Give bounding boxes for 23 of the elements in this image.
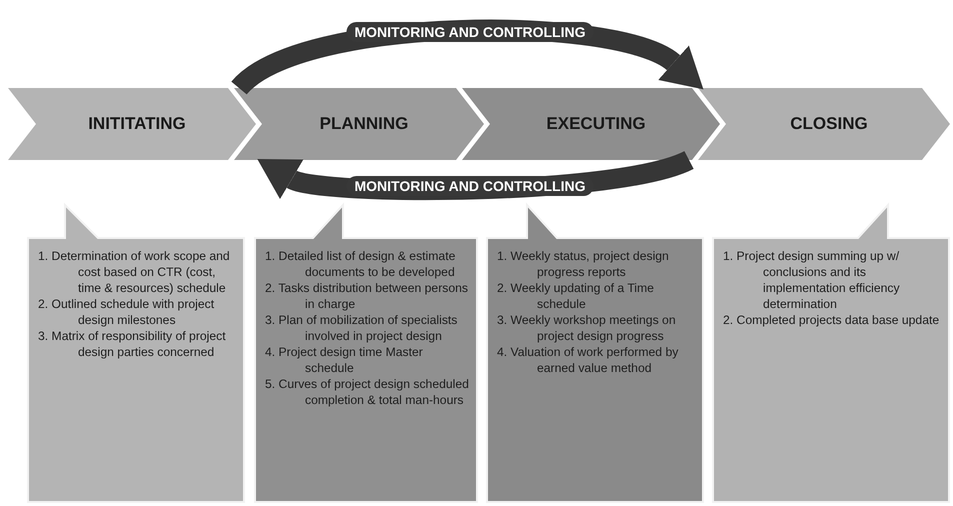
callout-box	[713, 205, 949, 502]
callout-box	[28, 205, 244, 502]
list-item: 1. Weekly status, project design progress reports	[497, 248, 670, 280]
list-item: 4. Valuation of work performed by earned value method	[497, 344, 680, 376]
list-item: 3. Weekly workshop meetings on project design progress	[497, 312, 677, 344]
list-item: 4. Project design time Master schedule	[265, 344, 424, 376]
list-item: 2. Outlined schedule with project design milestones	[38, 296, 216, 328]
list-item: 3. Matrix of responsibility of project design parties concerned	[38, 328, 227, 360]
list-item: 1. Project design summing up w/ conclusions and its implementation efficiency determination	[723, 248, 901, 312]
list-item: 1. Determination of work scope and cost based on CTR (cost, time & resources) schedule	[38, 248, 231, 296]
list-item: 2. Completed projects data base update	[723, 312, 940, 328]
phase-label: PLANNING	[318, 114, 408, 134]
list-item: 3. Plan of mobilization of specialists involved in project design	[265, 312, 458, 344]
phase-label: INITITATING	[87, 114, 186, 134]
list-item: 1. Detailed list of design & estimate documents to be developed	[265, 248, 456, 280]
list-item: 5. Curves of project design scheduled completion & total man-hours	[265, 376, 469, 408]
list-item: 2. Tasks distribution between persons in charge	[265, 280, 469, 312]
callout-box	[487, 205, 703, 502]
edge-label: MONITORING AND CONTROLLING	[346, 22, 594, 42]
phase-label: CLOSING	[789, 114, 868, 134]
phase-label: EXECUTING	[545, 114, 646, 134]
list-item: 2. Weekly updating of a Time schedule	[497, 280, 655, 312]
callout-box	[255, 205, 477, 502]
